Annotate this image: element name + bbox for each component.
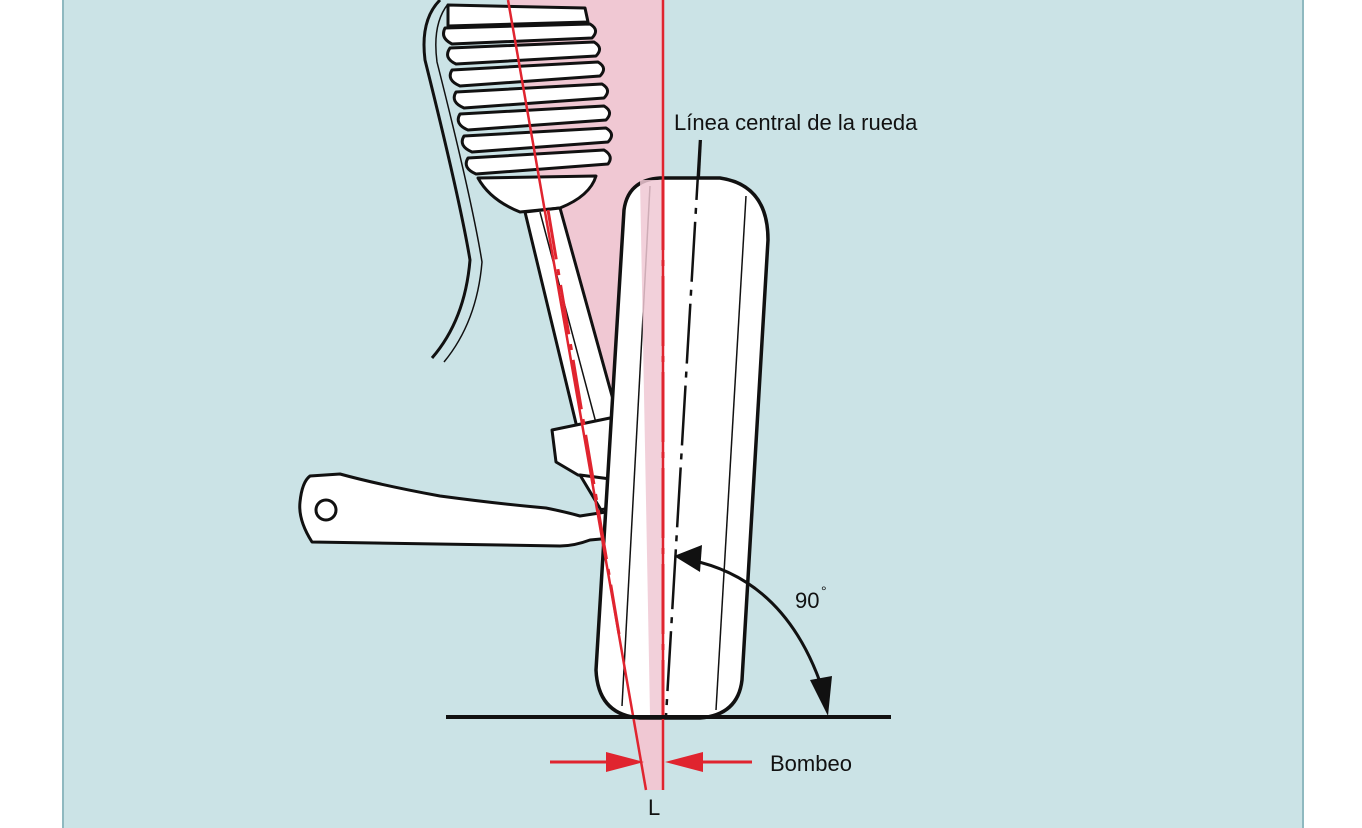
angle-arrow-bottom (810, 676, 832, 716)
lower-control-arm (298, 472, 614, 548)
wheel-centerline (664, 139, 702, 717)
offset-arrow-right-head (665, 752, 703, 772)
camber-wedge-overlay (640, 180, 663, 715)
angle-arc (689, 558, 828, 701)
bushing-hole (314, 498, 338, 522)
centerline-leader (698, 139, 702, 179)
steering-axis-dash (546, 209, 622, 641)
body-panel-inner (435, 3, 483, 363)
wheel (594, 176, 770, 720)
angle-arrow-top (674, 545, 702, 572)
camber-label: Bombeo (770, 751, 852, 776)
angle-label: 90 (795, 588, 819, 613)
steering-axis-line (506, 0, 648, 791)
offset-arrow-left-head (606, 752, 644, 772)
coil-spring (442, 3, 613, 214)
centerline-label: Línea central de la rueda (674, 110, 918, 135)
offset-label: L (648, 795, 660, 820)
angle-degree-symbol: ° (821, 583, 827, 599)
body-panel-outline (422, 0, 472, 359)
